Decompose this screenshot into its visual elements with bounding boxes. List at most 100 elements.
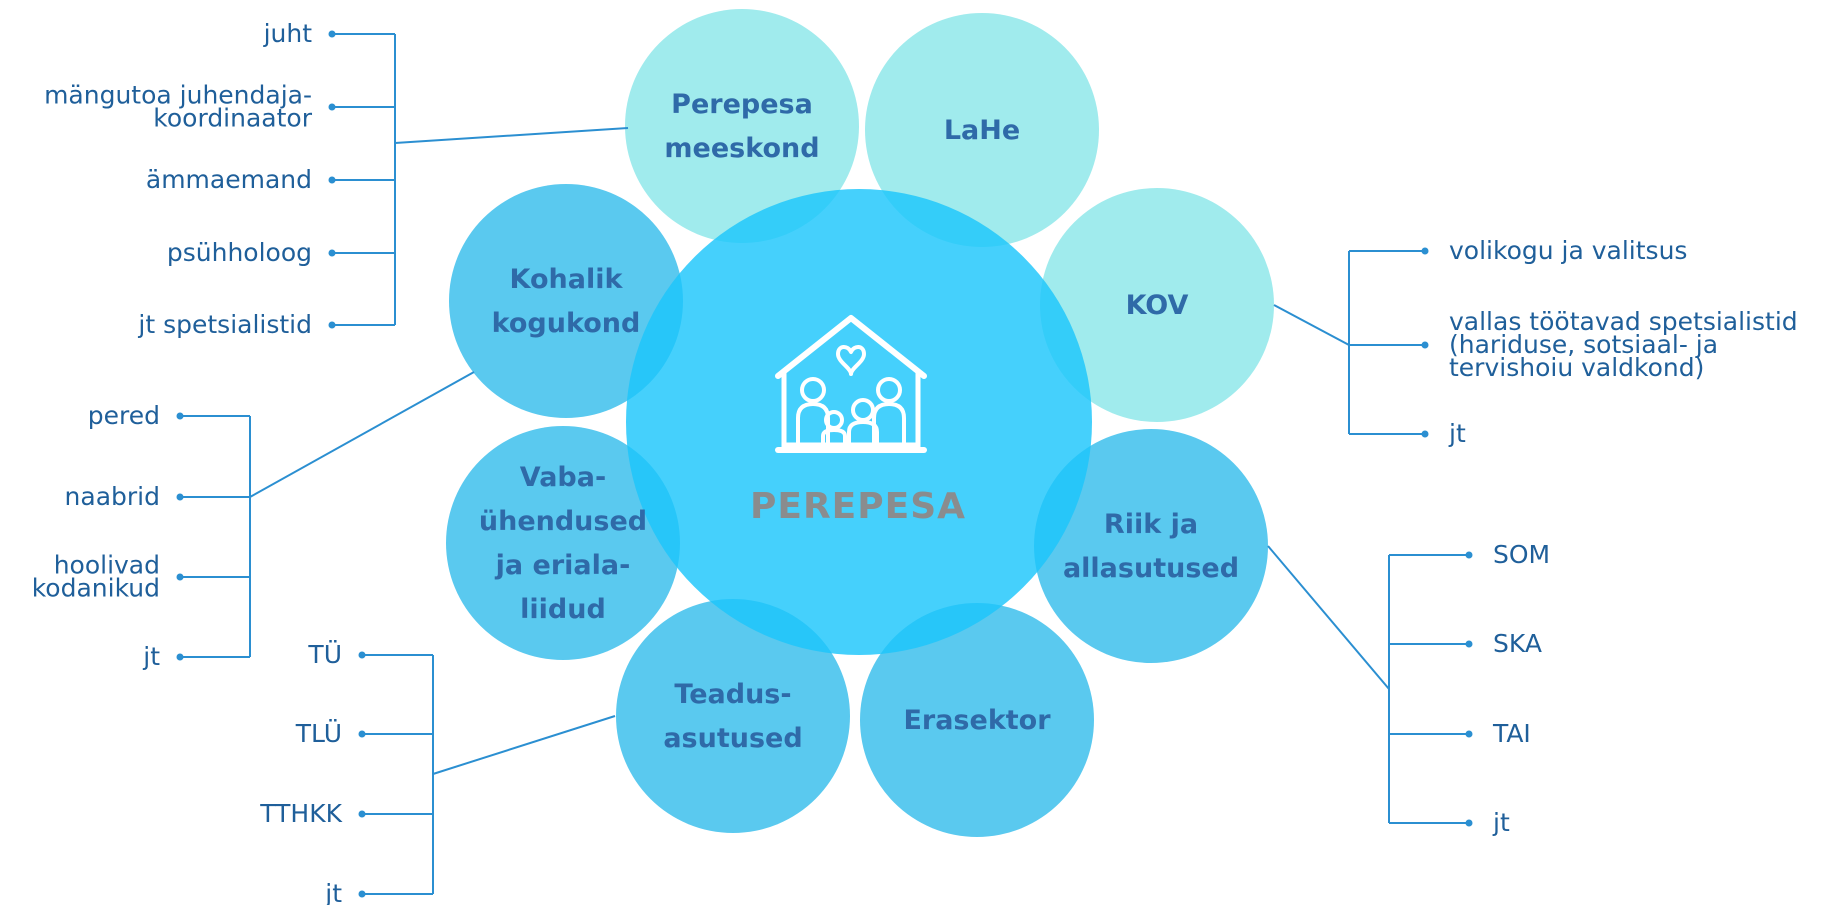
branch-item-label: naabrid — [65, 482, 160, 511]
branch-item-line: jt — [1492, 808, 1510, 837]
circle-lahe — [865, 13, 1099, 247]
branch-dot — [358, 730, 366, 738]
branch-item-label: mängutoa juhendaja-koordinaator — [44, 81, 313, 133]
branch-item-line: (hariduse, sotsiaal- ja — [1449, 330, 1718, 359]
node-label-line: LaHe — [944, 115, 1020, 146]
branch-item-line: jt spetsialistid — [137, 310, 312, 339]
branch-item-label: jt spetsialistid — [137, 310, 312, 339]
branch-item-label: psühholoog — [167, 238, 312, 267]
branch-perepesa-meeskond: juht mängutoa juhendaja-koordinaator ämmae… — [44, 19, 629, 339]
branch-item-line: hoolivad — [54, 551, 160, 580]
branch-riik: SOM SKA TAI jt — [1267, 540, 1550, 837]
branch-item-label: jt — [142, 642, 160, 671]
branch-dot — [1465, 819, 1473, 827]
node-label-line: meeskond — [664, 133, 819, 164]
branch-item-line: psühholoog — [167, 238, 312, 267]
branch-dot — [1421, 341, 1429, 349]
branch-dot — [358, 651, 366, 659]
branch-dot — [1421, 247, 1429, 255]
branch-dot — [176, 653, 184, 661]
branch-dot — [328, 176, 336, 184]
branch-connector-line — [394, 127, 629, 144]
branch-connector-line — [1273, 304, 1350, 346]
branch-item-label: jt — [1448, 419, 1466, 448]
branch-dot — [1421, 430, 1429, 438]
node-label-line: ja eriala- — [495, 550, 631, 581]
node-label-line: Teadus- — [674, 679, 791, 710]
branch-connector-line — [432, 715, 616, 775]
node-label-line: liidud — [520, 594, 606, 625]
branch-item-line: volikogu ja valitsus — [1449, 236, 1687, 265]
branch-dot — [358, 890, 366, 898]
branch-dot — [1465, 640, 1473, 648]
branch-item-line: tervishoiu valdkond) — [1449, 353, 1704, 382]
branch-item-label: TAI — [1492, 719, 1531, 748]
node-label-line: asutused — [663, 723, 802, 754]
node-label-line: Riik ja — [1104, 509, 1198, 540]
circle-vabauhendused — [446, 426, 680, 660]
branch-dot — [328, 103, 336, 111]
branch-item-line: vallas töötavad spetsialistid — [1449, 307, 1798, 336]
center-title: PEREPESA — [750, 486, 966, 527]
branch-item-label: SOM — [1493, 540, 1550, 569]
branch-item-line: pered — [88, 401, 160, 430]
branch-item-line: mängutoa juhendaja- — [44, 81, 312, 110]
branch-item-line: jt — [1448, 419, 1466, 448]
branch-dot — [1465, 730, 1473, 738]
node-label-line: Erasektor — [903, 705, 1051, 736]
branch-item-label: juht — [263, 19, 313, 48]
node-label-teadusasutused: Teadus-asutused — [663, 679, 802, 754]
branch-item-line: jt — [324, 879, 342, 905]
circle-riik — [1034, 429, 1268, 663]
node-label-kov: KOV — [1126, 290, 1189, 321]
branch-item-line: TLÜ — [295, 719, 342, 748]
branch-item-label: SKA — [1493, 629, 1542, 658]
node-label-line: ühendused — [479, 506, 647, 537]
branch-item-line: koordinaator — [153, 104, 312, 133]
node-label-line: Perepesa — [671, 89, 813, 120]
branch-item-label: TTHKK — [259, 799, 342, 828]
node-label-line: Kohalik — [510, 264, 624, 295]
branch-dot — [328, 30, 336, 38]
node-label-riik: Riik ja allasutused — [1063, 509, 1239, 584]
branch-item-line: ämmaemand — [146, 165, 312, 194]
house-family-heart-icon — [775, 315, 927, 453]
branch-item-label: pered — [88, 401, 160, 430]
branch-item-line: juht — [263, 19, 313, 48]
branch-connector-line — [249, 371, 475, 498]
branches-layer: juht mängutoa juhendaja-koordinaator ämmae… — [32, 19, 1798, 905]
circle-erasektor — [860, 603, 1094, 837]
node-label-kohalik-kogukond: Kohalik kogukond — [492, 264, 641, 339]
branch-item-line: TAI — [1492, 719, 1531, 748]
branch-dot — [176, 412, 184, 420]
branch-teadusasutused: TÜ TLÜ TTHKK jt — [259, 640, 616, 905]
node-label-lahe: LaHe — [944, 115, 1020, 146]
branch-dot — [1465, 551, 1473, 559]
branch-item-line: TÜ — [307, 640, 342, 669]
branch-item-line: TTHKK — [259, 799, 342, 828]
branch-item-label: ämmaemand — [146, 165, 312, 194]
branch-item-label: jt — [1492, 808, 1510, 837]
branch-dot — [328, 321, 336, 329]
circle-teadusasutused — [616, 599, 850, 833]
node-label-line: KOV — [1126, 290, 1189, 321]
branch-item-label: TLÜ — [295, 719, 342, 748]
branch-item-line: kodanikud — [32, 574, 160, 603]
node-label-erasektor: Erasektor — [903, 705, 1051, 736]
node-label-line: allasutused — [1063, 553, 1239, 584]
branch-item-line: SKA — [1493, 629, 1542, 658]
branch-item-label: jt — [324, 879, 342, 905]
branch-item-label: vallas töötavad spetsialistid(hariduse, … — [1449, 307, 1798, 382]
node-label-perepesa-meeskond: Perepesa meeskond — [664, 89, 819, 164]
branch-kov: volikogu ja valitsus vallas töötavad spet… — [1273, 236, 1798, 448]
branch-connector-line — [1267, 545, 1390, 690]
branch-item-label: volikogu ja valitsus — [1449, 236, 1687, 265]
branch-dot — [328, 249, 336, 257]
circle-perepesa-meeskond — [625, 9, 859, 243]
node-label-line: kogukond — [492, 308, 641, 339]
